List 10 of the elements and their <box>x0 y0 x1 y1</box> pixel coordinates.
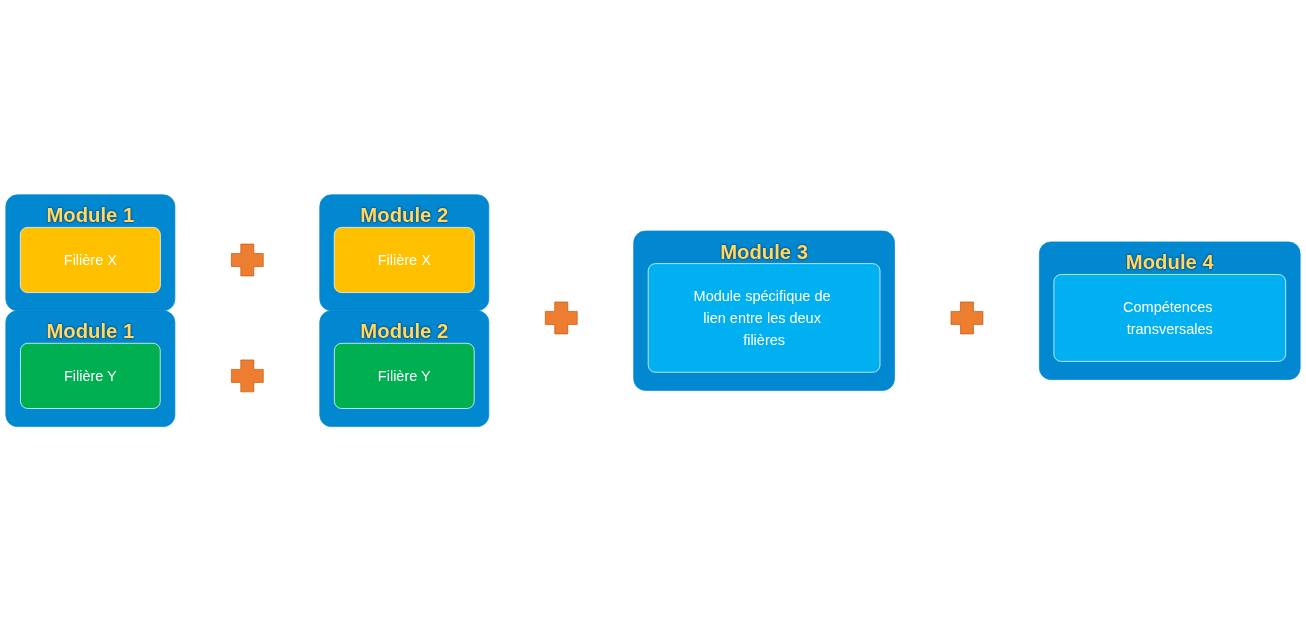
process-box: Filière Y <box>20 342 161 409</box>
plus-sign <box>231 243 264 277</box>
plus-sign <box>231 359 264 392</box>
process-box: Filière X <box>19 226 161 293</box>
process-box: Filière Y <box>334 342 475 409</box>
plus-sign <box>950 301 984 335</box>
process-box: Module spécifique de lien entre les deux filières <box>647 263 881 373</box>
plus-sign <box>544 301 578 335</box>
process-box: Compétences transversales <box>1053 273 1287 362</box>
process-box: Filière X <box>333 226 475 293</box>
